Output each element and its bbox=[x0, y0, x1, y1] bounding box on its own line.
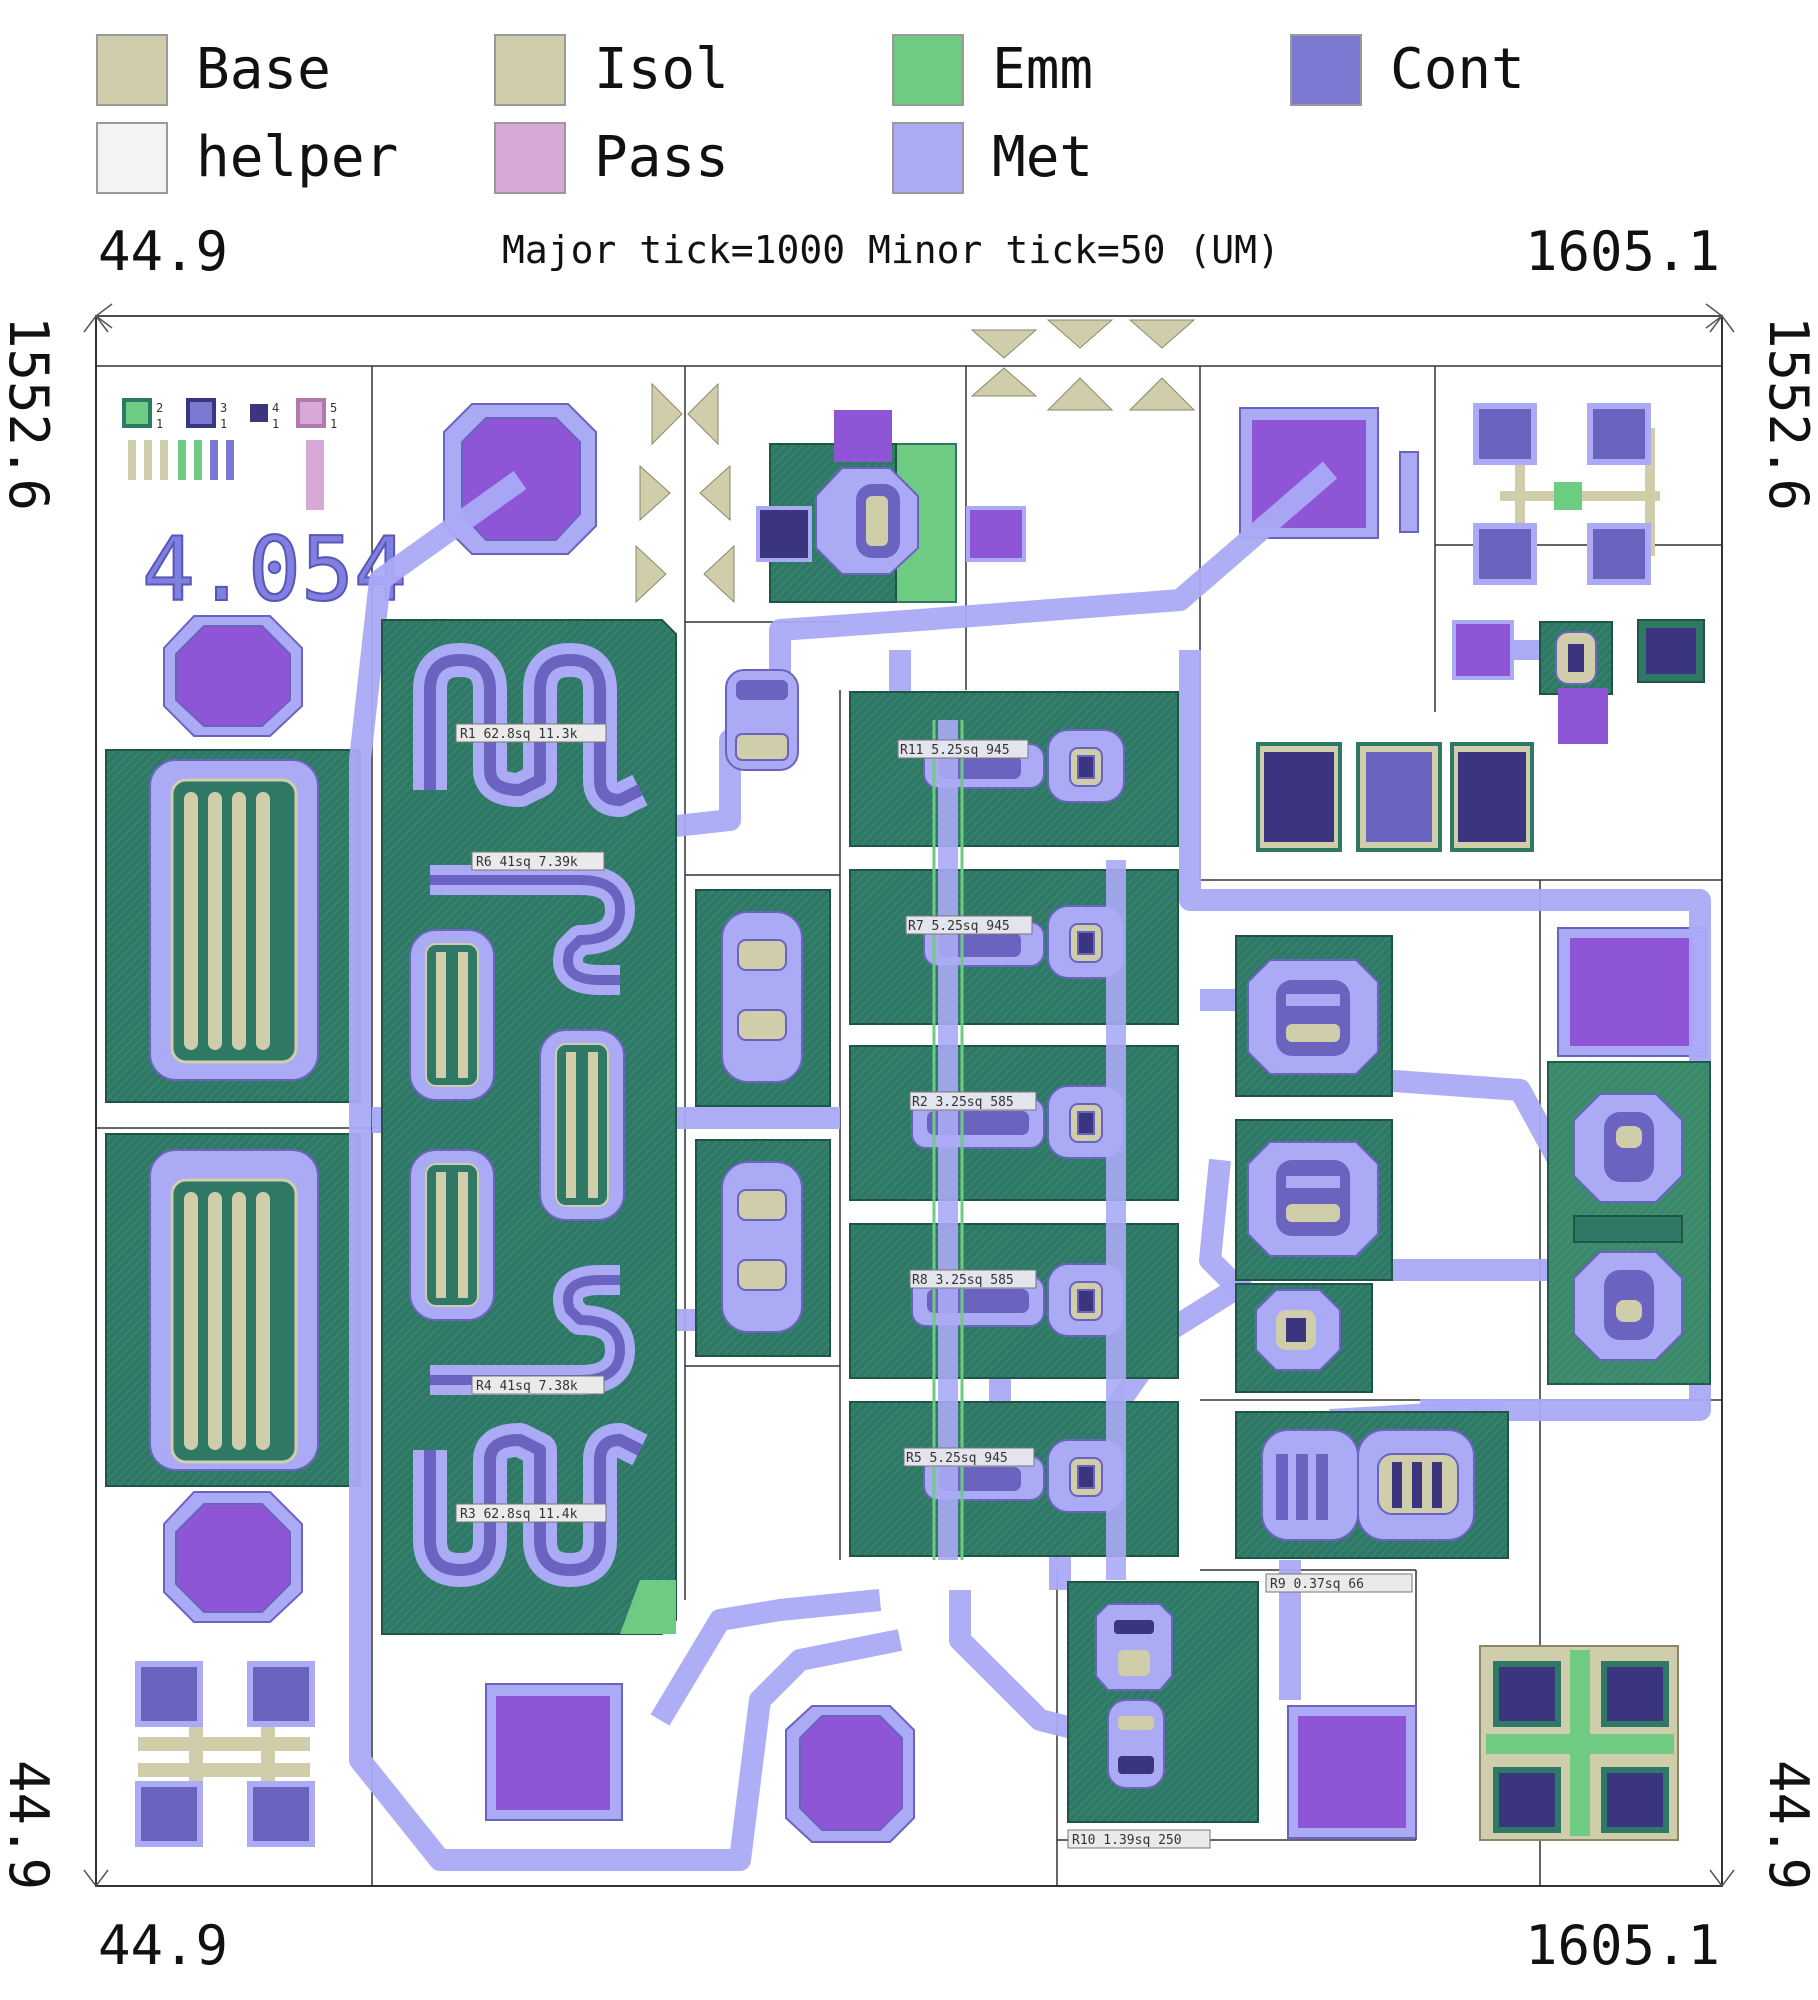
contact-test-pads bbox=[1256, 742, 1534, 852]
met-swatch bbox=[892, 122, 964, 194]
coord-bottom-left: 44.9 bbox=[98, 1914, 229, 1977]
legend-label: Pass bbox=[594, 125, 729, 190]
central-resistor-column: R11 5.25sq 945 R7 5.25sq 945 R2 3.25sq 5… bbox=[849, 691, 1179, 1580]
legend-label: Met bbox=[992, 125, 1094, 190]
coord-bottom-right: 1605.1 bbox=[1525, 1914, 1721, 1977]
middle-transistors bbox=[695, 669, 831, 1357]
legend-label: helper bbox=[196, 125, 399, 190]
die-marking: 4.054 bbox=[142, 518, 407, 621]
mask-mark: 5 bbox=[330, 401, 337, 415]
tick-scale-note: Major tick=1000 Minor tick=50 (UM) bbox=[502, 228, 1280, 272]
bond-pads bbox=[163, 403, 915, 1843]
test-structure-cross-bottom-left bbox=[135, 1661, 315, 1847]
top-transistor-cell bbox=[756, 410, 1026, 603]
vertical-buses bbox=[938, 720, 1126, 1580]
power-transistor-lower bbox=[105, 1133, 361, 1487]
r3-label: R3 62.8sq 11.4k bbox=[460, 1507, 578, 1522]
test-structure-cross-bottom-right bbox=[1479, 1645, 1679, 1841]
test-structure-cross-top bbox=[1473, 403, 1660, 585]
mask-mark: 4 bbox=[272, 401, 279, 415]
resistor-labels-left: R1 62.8sq 11.3k R6 41sq 7.39k R4 41sq 7.… bbox=[455, 723, 607, 1523]
legend-label: Base bbox=[196, 37, 331, 102]
mask-mark: 1 bbox=[330, 417, 337, 431]
coord-top-left: 44.9 bbox=[98, 220, 229, 283]
mask-marks: 2 1 3 1 4 1 5 1 4.054 bbox=[122, 398, 408, 622]
r5-label: R5 5.25sq 945 bbox=[906, 1451, 1008, 1466]
legend-label: Emm bbox=[992, 37, 1094, 102]
r6-label: R6 41sq 7.39k bbox=[476, 855, 578, 870]
alignment-triangles bbox=[635, 319, 1196, 604]
cont-swatch bbox=[1290, 34, 1362, 106]
emm-swatch bbox=[892, 34, 964, 106]
r8-label: R8 3.25sq 585 bbox=[912, 1273, 1014, 1288]
r10-cell: R10 1.39sq 250 bbox=[1067, 1581, 1259, 1849]
power-transistor-upper bbox=[105, 749, 361, 1103]
mask-mark: 2 bbox=[156, 401, 163, 415]
r11-label: R11 5.25sq 945 bbox=[900, 743, 1010, 758]
test-structure-small-top-right bbox=[1452, 619, 1705, 744]
mask-mark: 3 bbox=[220, 401, 227, 415]
mask-mark: 1 bbox=[220, 417, 227, 431]
legend-label: Isol bbox=[594, 37, 729, 102]
coord-top-right: 1605.1 bbox=[1525, 220, 1721, 283]
base-swatch bbox=[96, 34, 168, 106]
r7-label: R7 5.25sq 945 bbox=[908, 919, 1010, 934]
resistor-array-left bbox=[381, 619, 677, 1635]
r1-label: R1 62.8sq 11.3k bbox=[460, 727, 578, 742]
mask-mark: 1 bbox=[272, 417, 279, 431]
die-outline bbox=[83, 303, 1735, 1888]
helper-swatch bbox=[96, 122, 168, 194]
resistor-cell bbox=[911, 729, 1125, 1513]
r4-label: R4 41sq 7.38k bbox=[476, 1379, 578, 1394]
right-transistors: R9 0.37sq 66 bbox=[1235, 935, 1509, 1593]
r10-label: R10 1.39sq 250 bbox=[1072, 1833, 1182, 1848]
far-right-transistors bbox=[1547, 1061, 1711, 1385]
legend-label: Cont bbox=[1390, 37, 1525, 102]
isol-swatch bbox=[494, 34, 566, 106]
pass-swatch bbox=[494, 122, 566, 194]
r2-label: R2 3.25sq 585 bbox=[912, 1095, 1014, 1110]
r9-label: R9 0.37sq 66 bbox=[1270, 1577, 1364, 1592]
mask-mark: 1 bbox=[156, 417, 163, 431]
